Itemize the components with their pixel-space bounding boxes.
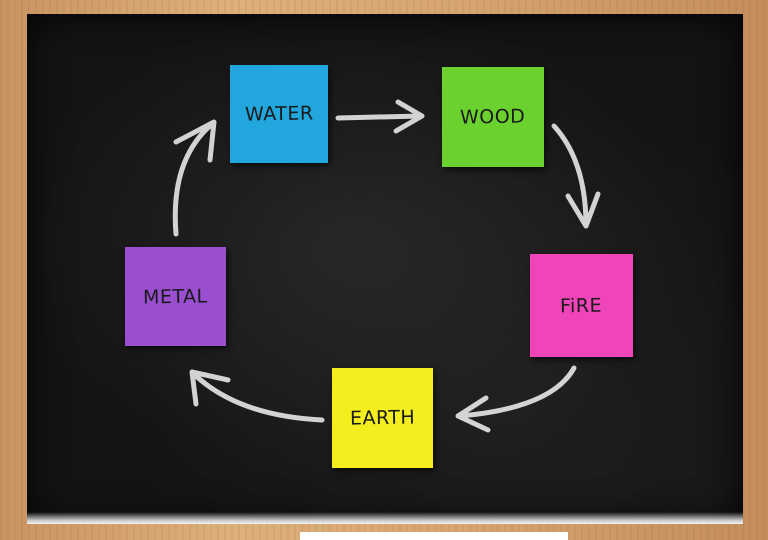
water-label: WATER xyxy=(244,102,314,126)
metal-sticky-note: METAL xyxy=(125,247,226,346)
arrow-fire-to-earth xyxy=(455,365,577,433)
fire-sticky-note: FiRE xyxy=(530,254,633,357)
arrow-metal-to-water xyxy=(172,119,217,237)
metal-label: METAL xyxy=(143,284,208,309)
earth-label: EARTH xyxy=(349,406,416,430)
chalk-dust-tray xyxy=(27,512,743,524)
earth-sticky-note: EARTH xyxy=(332,368,433,468)
bottom-strip xyxy=(300,532,568,540)
wood-sticky-note: WOOD xyxy=(442,67,544,167)
arrow-wood-to-fire xyxy=(551,123,601,229)
arrow-water-to-wood xyxy=(335,99,425,134)
wood-label: WOOD xyxy=(460,105,526,129)
water-sticky-note: WATER xyxy=(230,65,328,163)
arrow-earth-to-metal xyxy=(189,369,325,423)
fire-label: FiRE xyxy=(560,294,603,317)
